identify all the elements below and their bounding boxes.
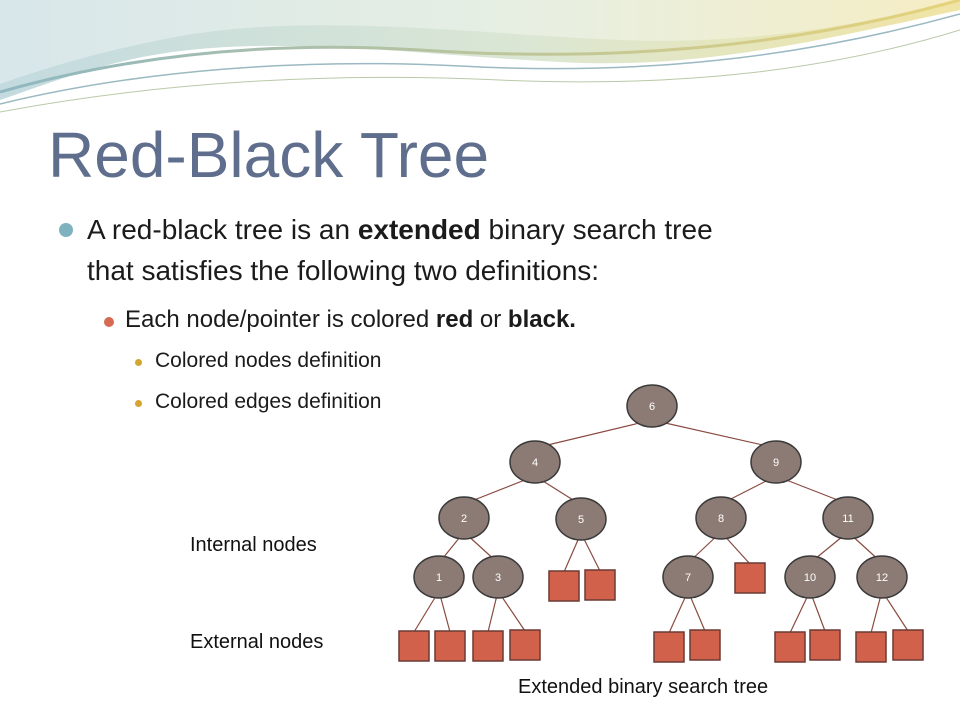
internal-node-shape: [695, 496, 747, 540]
internal-node-shape: [472, 555, 524, 599]
bullet-dot: [135, 359, 142, 366]
internal-node-1: 1: [413, 555, 465, 599]
internal-node-2: 2: [438, 496, 490, 540]
internal-node-9: 9: [750, 440, 802, 484]
internal-node-3: 3: [472, 555, 524, 599]
bullet-dot: [59, 223, 73, 237]
bullet-text: or: [473, 306, 508, 333]
bullet-bold-text: red: [435, 306, 474, 333]
external-node-e7a: [653, 631, 685, 663]
internal-node-11: 11: [822, 496, 874, 540]
external-node-e10a: [774, 631, 806, 663]
internal-node-label: 4: [532, 457, 538, 469]
internal-nodes-label: Internal nodes: [190, 534, 317, 556]
internal-node-10: 10: [784, 555, 836, 599]
external-node-e12b: [892, 629, 924, 661]
internal-node-shape: [662, 555, 714, 599]
internal-node-label: 11: [842, 513, 853, 525]
internal-node-shape: [438, 496, 490, 540]
bullet-text: Each node/pointer is colored: [125, 306, 436, 333]
external-node-e1a: [398, 630, 430, 662]
internal-node-4: 4: [509, 440, 561, 484]
external-node-e5b: [584, 569, 616, 601]
tree-edge-n6-n4: [534, 419, 653, 449]
external-nodes-label: External nodes: [190, 631, 324, 653]
bullet-dot: [104, 317, 114, 327]
internal-node-shape: [750, 440, 802, 484]
internal-node-label: 7: [685, 572, 691, 584]
internal-node-label: 3: [495, 572, 501, 584]
internal-node-7: 7: [662, 555, 714, 599]
internal-node-12: 12: [856, 555, 908, 599]
external-node-e3b: [509, 629, 541, 661]
internal-node-shape: [413, 555, 465, 599]
bullet-dot: [135, 400, 142, 407]
bullet-line-3: Each node/pointer is colored red or blac…: [125, 306, 576, 334]
external-node-e10b: [809, 629, 841, 661]
internal-node-shape: [856, 555, 908, 599]
internal-node-label: 6: [649, 401, 655, 413]
internal-node-label: 12: [876, 572, 888, 584]
external-node-e3a: [472, 630, 504, 662]
internal-node-label: 5: [578, 514, 584, 526]
external-node-e12a: [855, 631, 887, 663]
internal-node-label: 10: [804, 572, 816, 584]
internal-node-label: 9: [773, 457, 779, 469]
internal-node-label: 2: [461, 513, 467, 525]
slide-title: Red-Black Tree: [48, 119, 490, 191]
diagram-caption: Extended binary search tree: [518, 676, 769, 698]
external-node-e7b: [689, 629, 721, 661]
internal-node-shape: [822, 496, 874, 540]
header-wave-banner: [0, 0, 960, 113]
internal-node-shape: [784, 555, 836, 599]
internal-node-shape: [555, 497, 607, 541]
external-node-e5a: [548, 570, 580, 602]
bullet-text: binary search tree: [480, 214, 713, 245]
internal-node-label: 8: [718, 513, 724, 525]
bullet-bold-text: extended: [357, 214, 481, 245]
sub-item-colored-nodes: Colored nodes definition: [155, 349, 382, 372]
external-node-e8: [734, 562, 766, 594]
bullet-line-2: that satisfies the following two definit…: [87, 255, 600, 286]
internal-node-shape: [509, 440, 561, 484]
tree-edge-n6-n9: [651, 419, 777, 449]
internal-node-5: 5: [555, 497, 607, 541]
internal-node-label: 1: [436, 572, 442, 584]
internal-node-8: 8: [695, 496, 747, 540]
sub-item-colored-edges: Colored edges definition: [155, 390, 382, 413]
bullet-line-1: A red-black tree is an extended binary s…: [87, 210, 713, 249]
bullet-bold-text: black.: [507, 306, 576, 333]
internal-node-shape: [626, 384, 678, 428]
external-node-e1b: [434, 630, 466, 662]
internal-node-6: 6: [626, 384, 678, 428]
bullet-text: A red-black tree is an: [87, 214, 358, 245]
